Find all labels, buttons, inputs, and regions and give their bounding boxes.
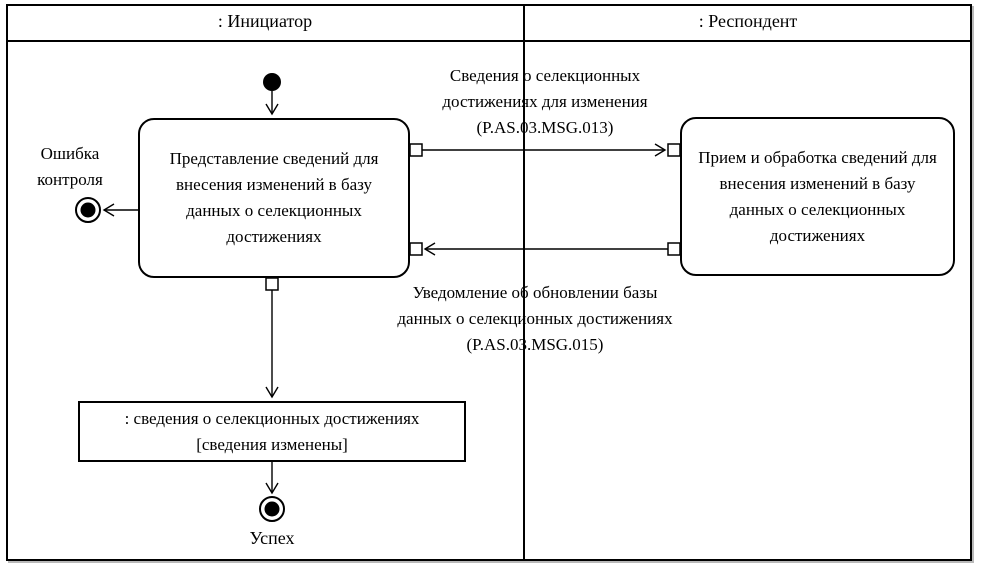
msg013-code: (P.AS.03.MSG.013): [476, 118, 614, 137]
activity-initiator: Представление сведений для внесения изме…: [138, 118, 410, 278]
msg015-line2: данных о селекционных достижениях: [397, 309, 673, 328]
object-node-state: [сведения изменены]: [196, 434, 348, 454]
msg013-line1: Сведения о селекционных: [449, 66, 641, 85]
msg015-line1: Уведомление об обновлении базы: [412, 283, 658, 302]
lane-header-initiator: : Инициатор: [217, 11, 313, 31]
msg013-line2: достижениях для изменения: [442, 92, 648, 111]
lane-header-respondent: : Респондент: [698, 11, 798, 31]
error-label-line1: Ошибка: [40, 144, 100, 163]
object-node-name: : сведения о селекционных достижениях: [124, 408, 420, 428]
error-final-label: Ошибка контроля: [20, 141, 120, 193]
error-label-line2: контроля: [37, 170, 103, 189]
msg015-code: (P.AS.03.MSG.015): [466, 335, 604, 354]
message-label-msg013: Сведения о селекционных достижениях для …: [397, 63, 693, 141]
object-node-selection-data: : сведения о селекционных достижениях [с…: [78, 401, 466, 462]
header-separator: [6, 40, 972, 42]
activity-respondent: Прием и обработка сведений для внесения …: [680, 117, 955, 276]
lane-divider: [523, 4, 525, 561]
success-final-label: Успех: [249, 528, 295, 548]
swimlane-frame: [6, 4, 972, 561]
message-label-msg015: Уведомление об обновлении базы данных о …: [360, 280, 710, 358]
